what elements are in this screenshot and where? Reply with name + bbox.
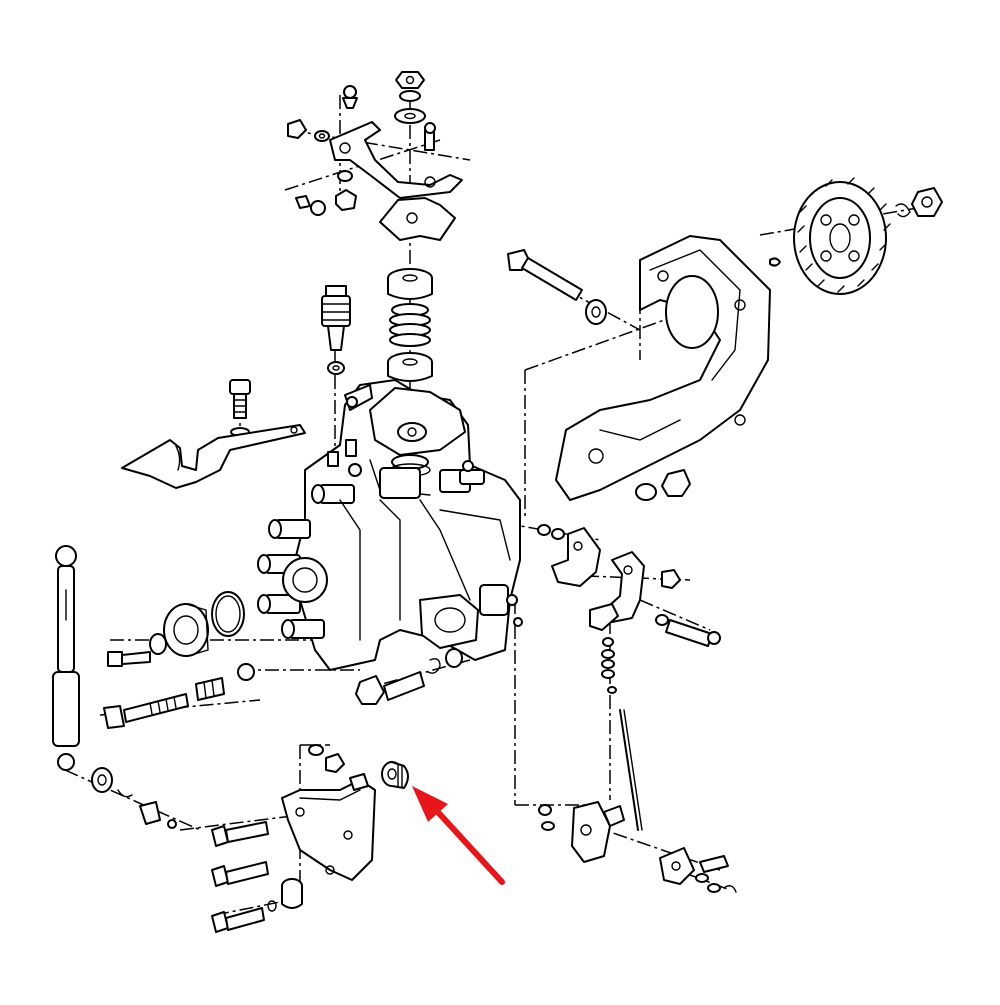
mounting-plate: [121, 424, 306, 489]
lower-bracket: [211, 744, 376, 933]
timing-pulley: [769, 177, 943, 295]
bushing: [381, 761, 409, 789]
advance-cover: [107, 591, 245, 667]
spring-stack: [387, 268, 433, 382]
shock-absorber: [52, 545, 177, 829]
hex-bolt: [355, 648, 463, 705]
pump-bracket: [555, 235, 771, 501]
solenoid-valve: [321, 285, 351, 375]
adjusting-screw-long: [103, 663, 255, 729]
injection-pump-body: [257, 379, 523, 671]
throttle-linkage: [537, 524, 737, 893]
banjo-bolt: [229, 379, 251, 437]
arrow-icon: [412, 786, 505, 885]
pivot-bolt: [507, 249, 607, 325]
throttle-lever-group: [287, 71, 463, 241]
